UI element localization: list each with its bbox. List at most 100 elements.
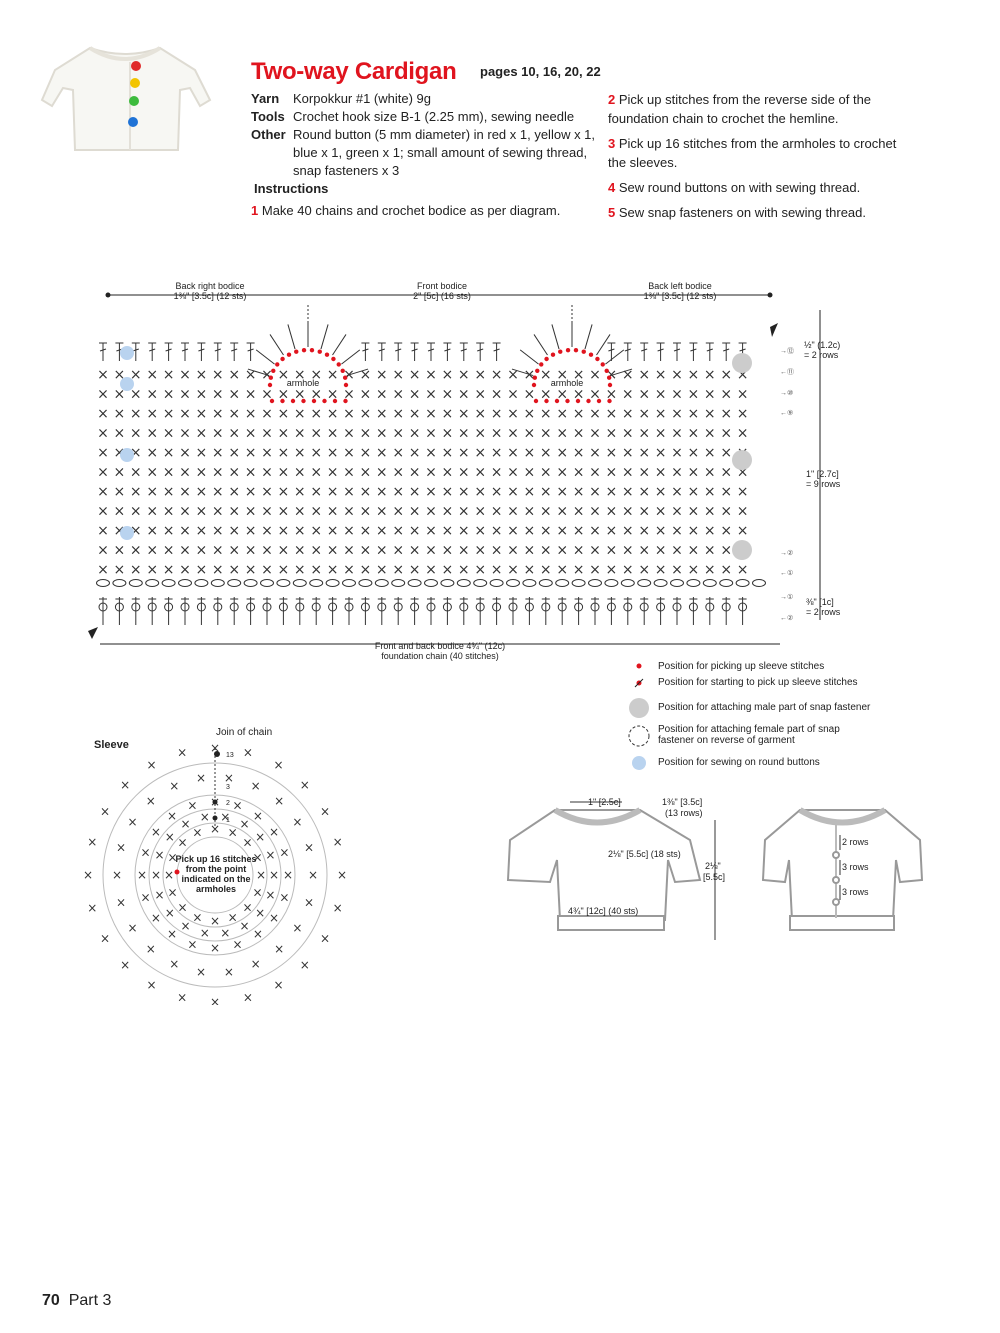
sc-stitch: × bbox=[737, 465, 749, 481]
sc-stitch: × bbox=[179, 504, 191, 520]
tools-label: Tools bbox=[251, 109, 285, 124]
sc-stitch: × bbox=[720, 523, 732, 539]
sc-stitch: × bbox=[704, 484, 716, 500]
sc-stitch: × bbox=[409, 367, 421, 383]
pickup-dot bbox=[324, 352, 330, 357]
pickup-dot bbox=[309, 347, 315, 353]
sc-stitch: × bbox=[573, 387, 585, 403]
sleeve-stitch: × bbox=[210, 995, 220, 1005]
sleeve-stitch: × bbox=[167, 886, 177, 900]
sc-stitch: × bbox=[179, 406, 191, 422]
sleeve-stitch: × bbox=[180, 817, 190, 831]
chain-stitch bbox=[538, 579, 553, 587]
sc-stitch: × bbox=[360, 387, 372, 403]
sc-stitch: × bbox=[507, 387, 519, 403]
sc-stitch: × bbox=[245, 465, 257, 481]
chain-stitch bbox=[735, 579, 750, 587]
sc-stitch: × bbox=[376, 426, 388, 442]
pickup-dot bbox=[581, 349, 586, 354]
sc-stitch: × bbox=[409, 504, 421, 520]
sleeve-stitch: × bbox=[146, 978, 156, 992]
chain-stitch bbox=[145, 579, 160, 587]
sc-stitch: × bbox=[425, 523, 437, 539]
sc-stitch: × bbox=[392, 445, 404, 461]
sc-stitch: × bbox=[671, 484, 683, 500]
chain-stitch bbox=[112, 579, 127, 587]
row-label-1: ←① bbox=[780, 570, 794, 577]
sc-stitch: × bbox=[327, 406, 339, 422]
sc-stitch: × bbox=[310, 406, 322, 422]
pickup-dot bbox=[301, 398, 306, 404]
sc-stitch: × bbox=[130, 562, 142, 578]
sc-stitch: × bbox=[720, 543, 732, 559]
sc-stitch: × bbox=[114, 465, 126, 481]
dc-bar bbox=[247, 348, 254, 352]
sleeve-stitch: × bbox=[200, 926, 210, 940]
sc-stitch: × bbox=[688, 562, 700, 578]
hdc-loop bbox=[475, 602, 485, 612]
sc-stitch: × bbox=[212, 543, 224, 559]
sc-stitch: × bbox=[671, 367, 683, 383]
sc-stitch: × bbox=[327, 367, 339, 383]
sc-stitch: × bbox=[212, 426, 224, 442]
sc-stitch: × bbox=[458, 523, 470, 539]
sc-stitch: × bbox=[474, 484, 486, 500]
chain-stitch bbox=[637, 579, 652, 587]
sc-stitch: × bbox=[228, 484, 240, 500]
sc-stitch: × bbox=[130, 445, 142, 461]
sleeve-stitch: × bbox=[177, 901, 187, 915]
sc-stitch: × bbox=[196, 406, 208, 422]
sc-stitch: × bbox=[179, 523, 191, 539]
sc-stitch: × bbox=[261, 445, 273, 461]
sc-stitch: × bbox=[573, 523, 585, 539]
sc-stitch: × bbox=[589, 406, 601, 422]
sc-stitch: × bbox=[97, 465, 109, 481]
pickup-dot bbox=[268, 375, 274, 380]
hdc-loop bbox=[98, 602, 108, 612]
top-dim-end-left bbox=[105, 292, 111, 298]
front-label: Front bodice 2" [5c] (16 sts) bbox=[382, 281, 502, 301]
sc-stitch: × bbox=[294, 504, 306, 520]
sleeve-stitch: × bbox=[112, 868, 122, 882]
legend-dashed-circle-icon bbox=[628, 725, 650, 747]
sc-stitch: × bbox=[638, 543, 650, 559]
sc-stitch: × bbox=[737, 406, 749, 422]
dim-mid-1: 1" [2.7c] bbox=[806, 469, 839, 479]
sc-stitch: × bbox=[294, 543, 306, 559]
schem-rows-3: 3 rows bbox=[842, 887, 869, 897]
sc-stitch: × bbox=[310, 562, 322, 578]
sc-stitch: × bbox=[720, 387, 732, 403]
sc-stitch: × bbox=[343, 543, 355, 559]
sc-stitch: × bbox=[376, 445, 388, 461]
sc-stitch: × bbox=[589, 465, 601, 481]
sc-stitch: × bbox=[573, 406, 585, 422]
sc-stitch: × bbox=[655, 426, 667, 442]
dc-bar bbox=[477, 348, 484, 352]
sc-stitch: × bbox=[655, 543, 667, 559]
sc-stitch: × bbox=[425, 504, 437, 520]
sc-stitch: × bbox=[540, 484, 552, 500]
hdc-loop bbox=[114, 602, 124, 612]
sc-stitch: × bbox=[540, 367, 552, 383]
sc-stitch: × bbox=[737, 562, 749, 578]
sc-stitch: × bbox=[97, 426, 109, 442]
sc-stitch: × bbox=[671, 406, 683, 422]
sleeve-stitch: × bbox=[155, 888, 165, 902]
sleeve-stitch: × bbox=[274, 942, 284, 956]
button-marker bbox=[120, 377, 134, 391]
sc-stitch: × bbox=[491, 426, 503, 442]
hdc-loop bbox=[229, 602, 239, 612]
sleeve-stitch: × bbox=[337, 868, 347, 882]
sleeve-stitch: × bbox=[269, 825, 279, 839]
sc-stitch: × bbox=[360, 367, 372, 383]
sleeve-stitch: × bbox=[292, 921, 302, 935]
sc-stitch: × bbox=[556, 406, 568, 422]
sc-stitch: × bbox=[409, 543, 421, 559]
sc-stitch: × bbox=[114, 543, 126, 559]
sc-stitch: × bbox=[114, 387, 126, 403]
sleeve-stitch: × bbox=[155, 848, 165, 862]
sleeve-stitch: × bbox=[224, 771, 234, 785]
sleeve-stitch: × bbox=[333, 901, 343, 915]
sleeve-stitch: × bbox=[243, 745, 253, 759]
